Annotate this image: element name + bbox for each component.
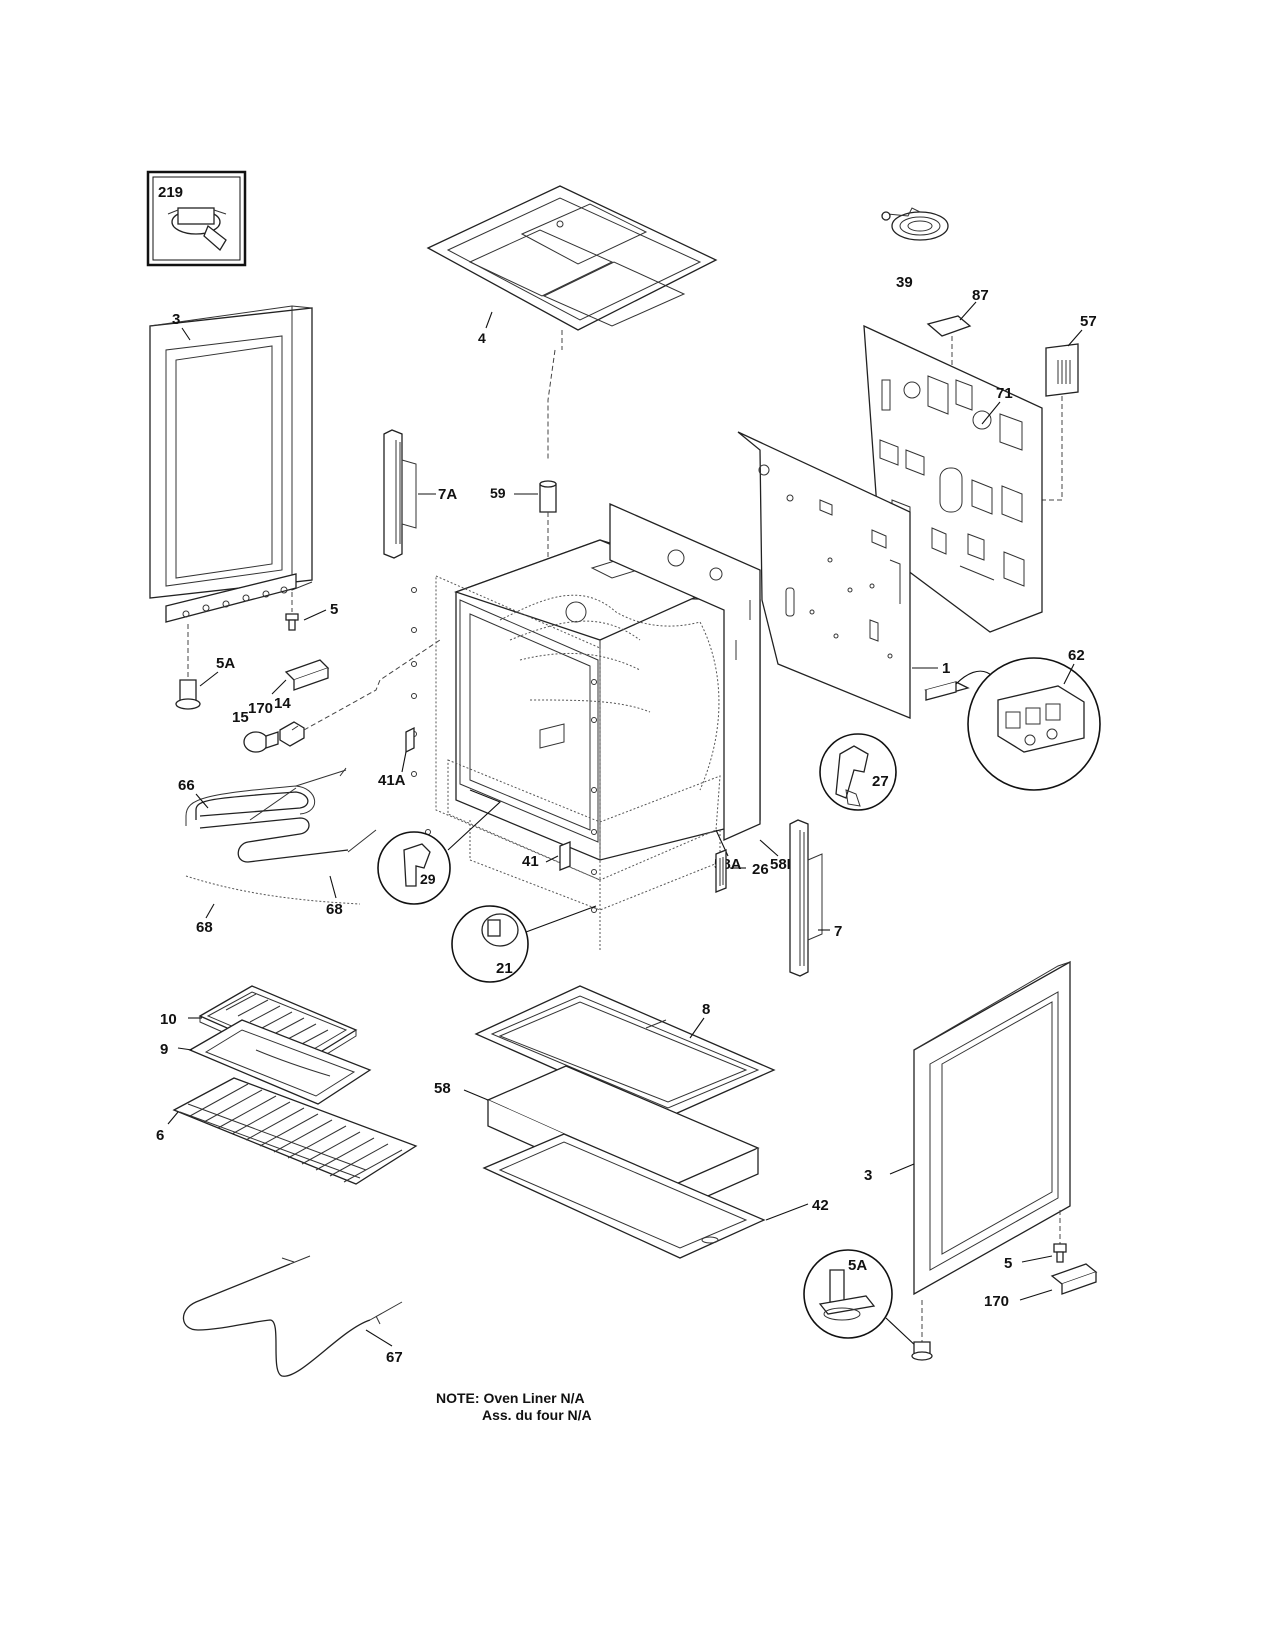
part-21-callout xyxy=(451,905,529,983)
part-3-left-side-panel xyxy=(149,305,313,623)
part-41A-clip xyxy=(405,726,415,754)
part-15-lamp-bulb xyxy=(243,731,279,753)
label-67: 67 xyxy=(386,1349,403,1366)
label-68-right: 68 xyxy=(326,901,343,918)
label-71: 71 xyxy=(996,385,1013,402)
label-57: 57 xyxy=(1080,313,1097,330)
part-59-bushing xyxy=(539,480,557,560)
label-39: 39 xyxy=(896,274,913,291)
part-5A-right-callout xyxy=(803,1249,933,1361)
label-170-left: 170 xyxy=(248,700,273,717)
label-21: 21 xyxy=(496,960,513,977)
part-7-rack-guide xyxy=(789,819,823,977)
label-5-left: 5 xyxy=(330,601,338,618)
label-15: 15 xyxy=(232,709,249,726)
part-5-right-leg xyxy=(1053,1210,1067,1263)
label-87: 87 xyxy=(972,287,989,304)
part-27-callout xyxy=(819,733,897,811)
label-7A: 7A xyxy=(438,486,457,503)
label-29: 29 xyxy=(420,871,436,887)
part-57-vent xyxy=(1045,343,1079,397)
part-219-inset xyxy=(146,170,247,267)
label-5A-left: 5A xyxy=(216,655,235,672)
part-62-terminal-block xyxy=(924,657,1101,791)
part-5A-left-leveler xyxy=(175,624,201,710)
label-1: 1 xyxy=(942,660,950,677)
part-87-bracket xyxy=(926,315,972,337)
part-4-top-panel xyxy=(426,185,718,331)
part-170-left-bracket xyxy=(284,659,330,691)
part-5-left-leg xyxy=(285,592,299,631)
label-66: 66 xyxy=(178,777,195,794)
part-26-clip xyxy=(715,849,727,893)
label-5-right: 5 xyxy=(1004,1255,1012,1272)
label-6: 6 xyxy=(156,1127,164,1144)
part-8-drawer-cover xyxy=(474,985,776,1119)
label-41: 41 xyxy=(522,853,539,870)
label-9: 9 xyxy=(160,1041,168,1058)
label-26: 26 xyxy=(752,861,769,878)
label-59: 59 xyxy=(490,485,506,501)
part-41-bracket xyxy=(559,841,571,871)
label-170-right: 170 xyxy=(984,1293,1009,1310)
part-68-strip xyxy=(185,875,361,905)
label-5A-right: 5A xyxy=(848,1257,867,1274)
label-62: 62 xyxy=(1068,647,1085,664)
label-4: 4 xyxy=(478,330,486,346)
label-219: 219 xyxy=(158,184,183,201)
note-line-2: Ass. du four N/A xyxy=(482,1407,592,1423)
label-3-left: 3 xyxy=(172,311,180,328)
label-3-right: 3 xyxy=(864,1167,872,1184)
label-58: 58 xyxy=(434,1080,451,1097)
part-42-drawer-bottom xyxy=(482,1133,766,1259)
note-block: NOTE: Oven Liner N/A Ass. du four N/A xyxy=(436,1390,592,1424)
part-7A-rack-guide xyxy=(383,429,417,559)
label-68-left: 68 xyxy=(196,919,213,936)
note-line-1: NOTE: Oven Liner N/A xyxy=(436,1390,585,1406)
part-1-rear-wall xyxy=(737,431,911,719)
part-170-right-bracket xyxy=(1050,1263,1098,1295)
label-27: 27 xyxy=(872,773,889,790)
label-14: 14 xyxy=(274,695,291,712)
part-29-callout xyxy=(377,831,451,905)
label-8: 8 xyxy=(702,1001,710,1018)
label-7: 7 xyxy=(834,923,842,940)
label-10: 10 xyxy=(160,1011,177,1028)
part-67-bake-element xyxy=(182,1255,403,1377)
part-58B-insulation xyxy=(609,503,761,842)
part-66-broil-element xyxy=(185,767,377,863)
part-39-coil xyxy=(881,207,949,241)
label-42: 42 xyxy=(812,1197,829,1214)
part-14-lamp-socket xyxy=(279,721,305,747)
part-9-broil-pan xyxy=(188,1019,372,1105)
part-6-oven-rack xyxy=(172,1077,418,1185)
label-41A: 41A xyxy=(378,772,406,789)
part-3-right-side-panel xyxy=(913,960,1071,1296)
